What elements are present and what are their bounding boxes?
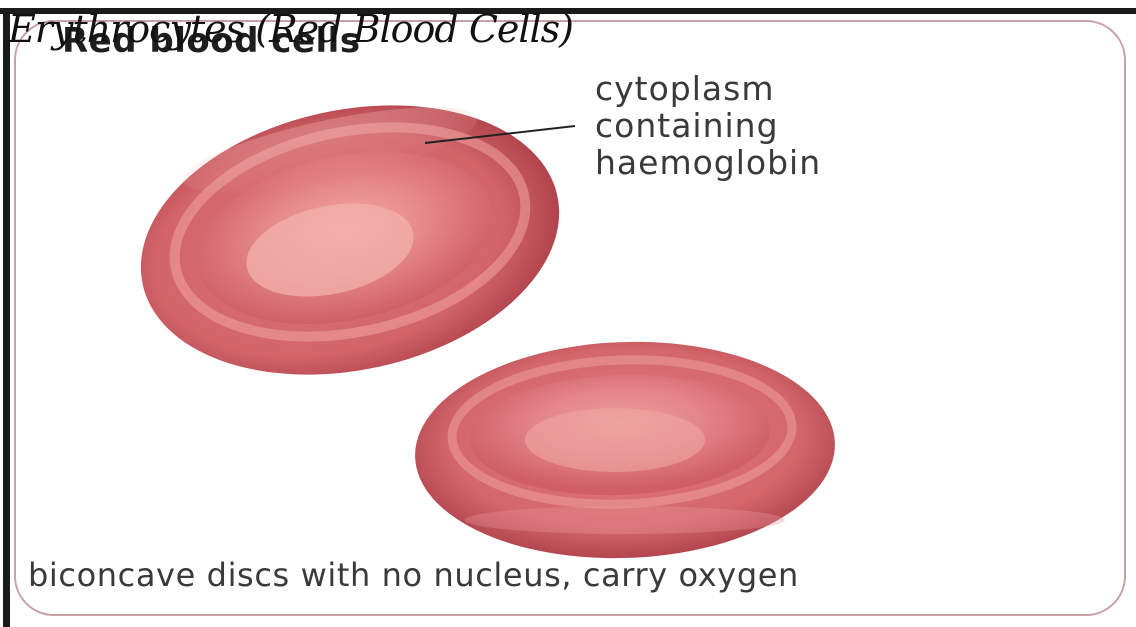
- red-blood-cell-upper: [116, 69, 585, 411]
- figure-caption: biconcave discs with no nucleus, carry o…: [28, 558, 799, 593]
- slide-title: Erythrocytes (Red Blood Cells): [8, 10, 573, 48]
- cytoplasm-label-line-3: haemoglobin: [595, 144, 821, 181]
- cytoplasm-label-line-2: containing: [595, 107, 821, 144]
- cytoplasm-label-line-1: cytoplasm: [595, 70, 821, 107]
- cytoplasm-label: cytoplasm containing haemoglobin: [595, 70, 821, 181]
- red-blood-cell-lower: [411, 335, 838, 566]
